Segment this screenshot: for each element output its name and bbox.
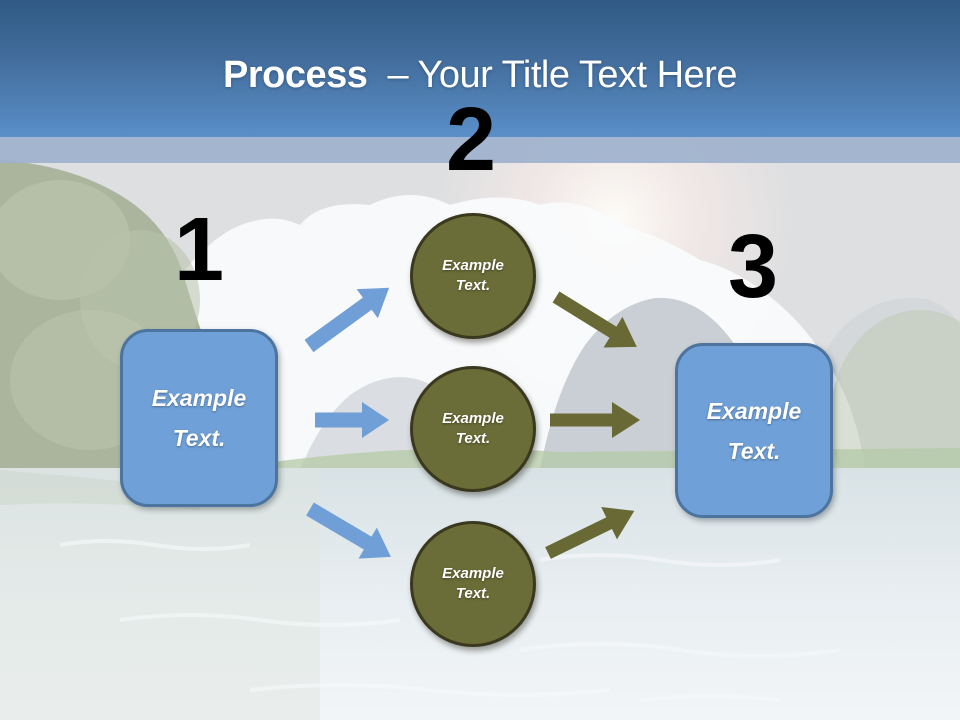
arrow-top-circle-to-right	[552, 291, 637, 348]
step-number-1: 1	[173, 200, 225, 300]
title-keyword: Process	[223, 54, 368, 96]
water-tint	[0, 468, 320, 720]
process-circle-middle: Example Text.	[410, 366, 536, 492]
title-rest: – Your Title Text Here	[387, 54, 737, 96]
arrow-bottom-circle-to-right	[545, 507, 635, 559]
process-circle-top: Example Text.	[410, 213, 536, 339]
process-circle-middle-label: Example Text.	[442, 410, 504, 447]
step-number-2: 2	[445, 90, 497, 190]
arrow-left-to-top-circle	[304, 287, 390, 353]
arrow-left-to-middle-circle	[315, 402, 389, 438]
water-ripples	[59, 539, 841, 702]
title-bar	[0, 0, 960, 137]
process-circle-top-label: Example Text.	[442, 257, 504, 294]
step-number-3: 3	[727, 217, 779, 317]
header-accent-band	[0, 137, 960, 163]
process-box-right: Example Text.	[675, 343, 833, 518]
process-circle-bottom: Example Text.	[410, 521, 536, 647]
process-box-right-label: Example Text.	[706, 397, 802, 464]
arrow-middle-circle-to-right	[550, 402, 640, 438]
process-box-left: Example Text.	[120, 329, 278, 507]
process-box-left-label: Example Text.	[151, 385, 247, 451]
page-title: Process – Your Title Text Here	[0, 56, 960, 94]
arrow-left-to-bottom-circle	[306, 502, 391, 559]
process-circle-bottom-label: Example Text.	[442, 565, 504, 602]
